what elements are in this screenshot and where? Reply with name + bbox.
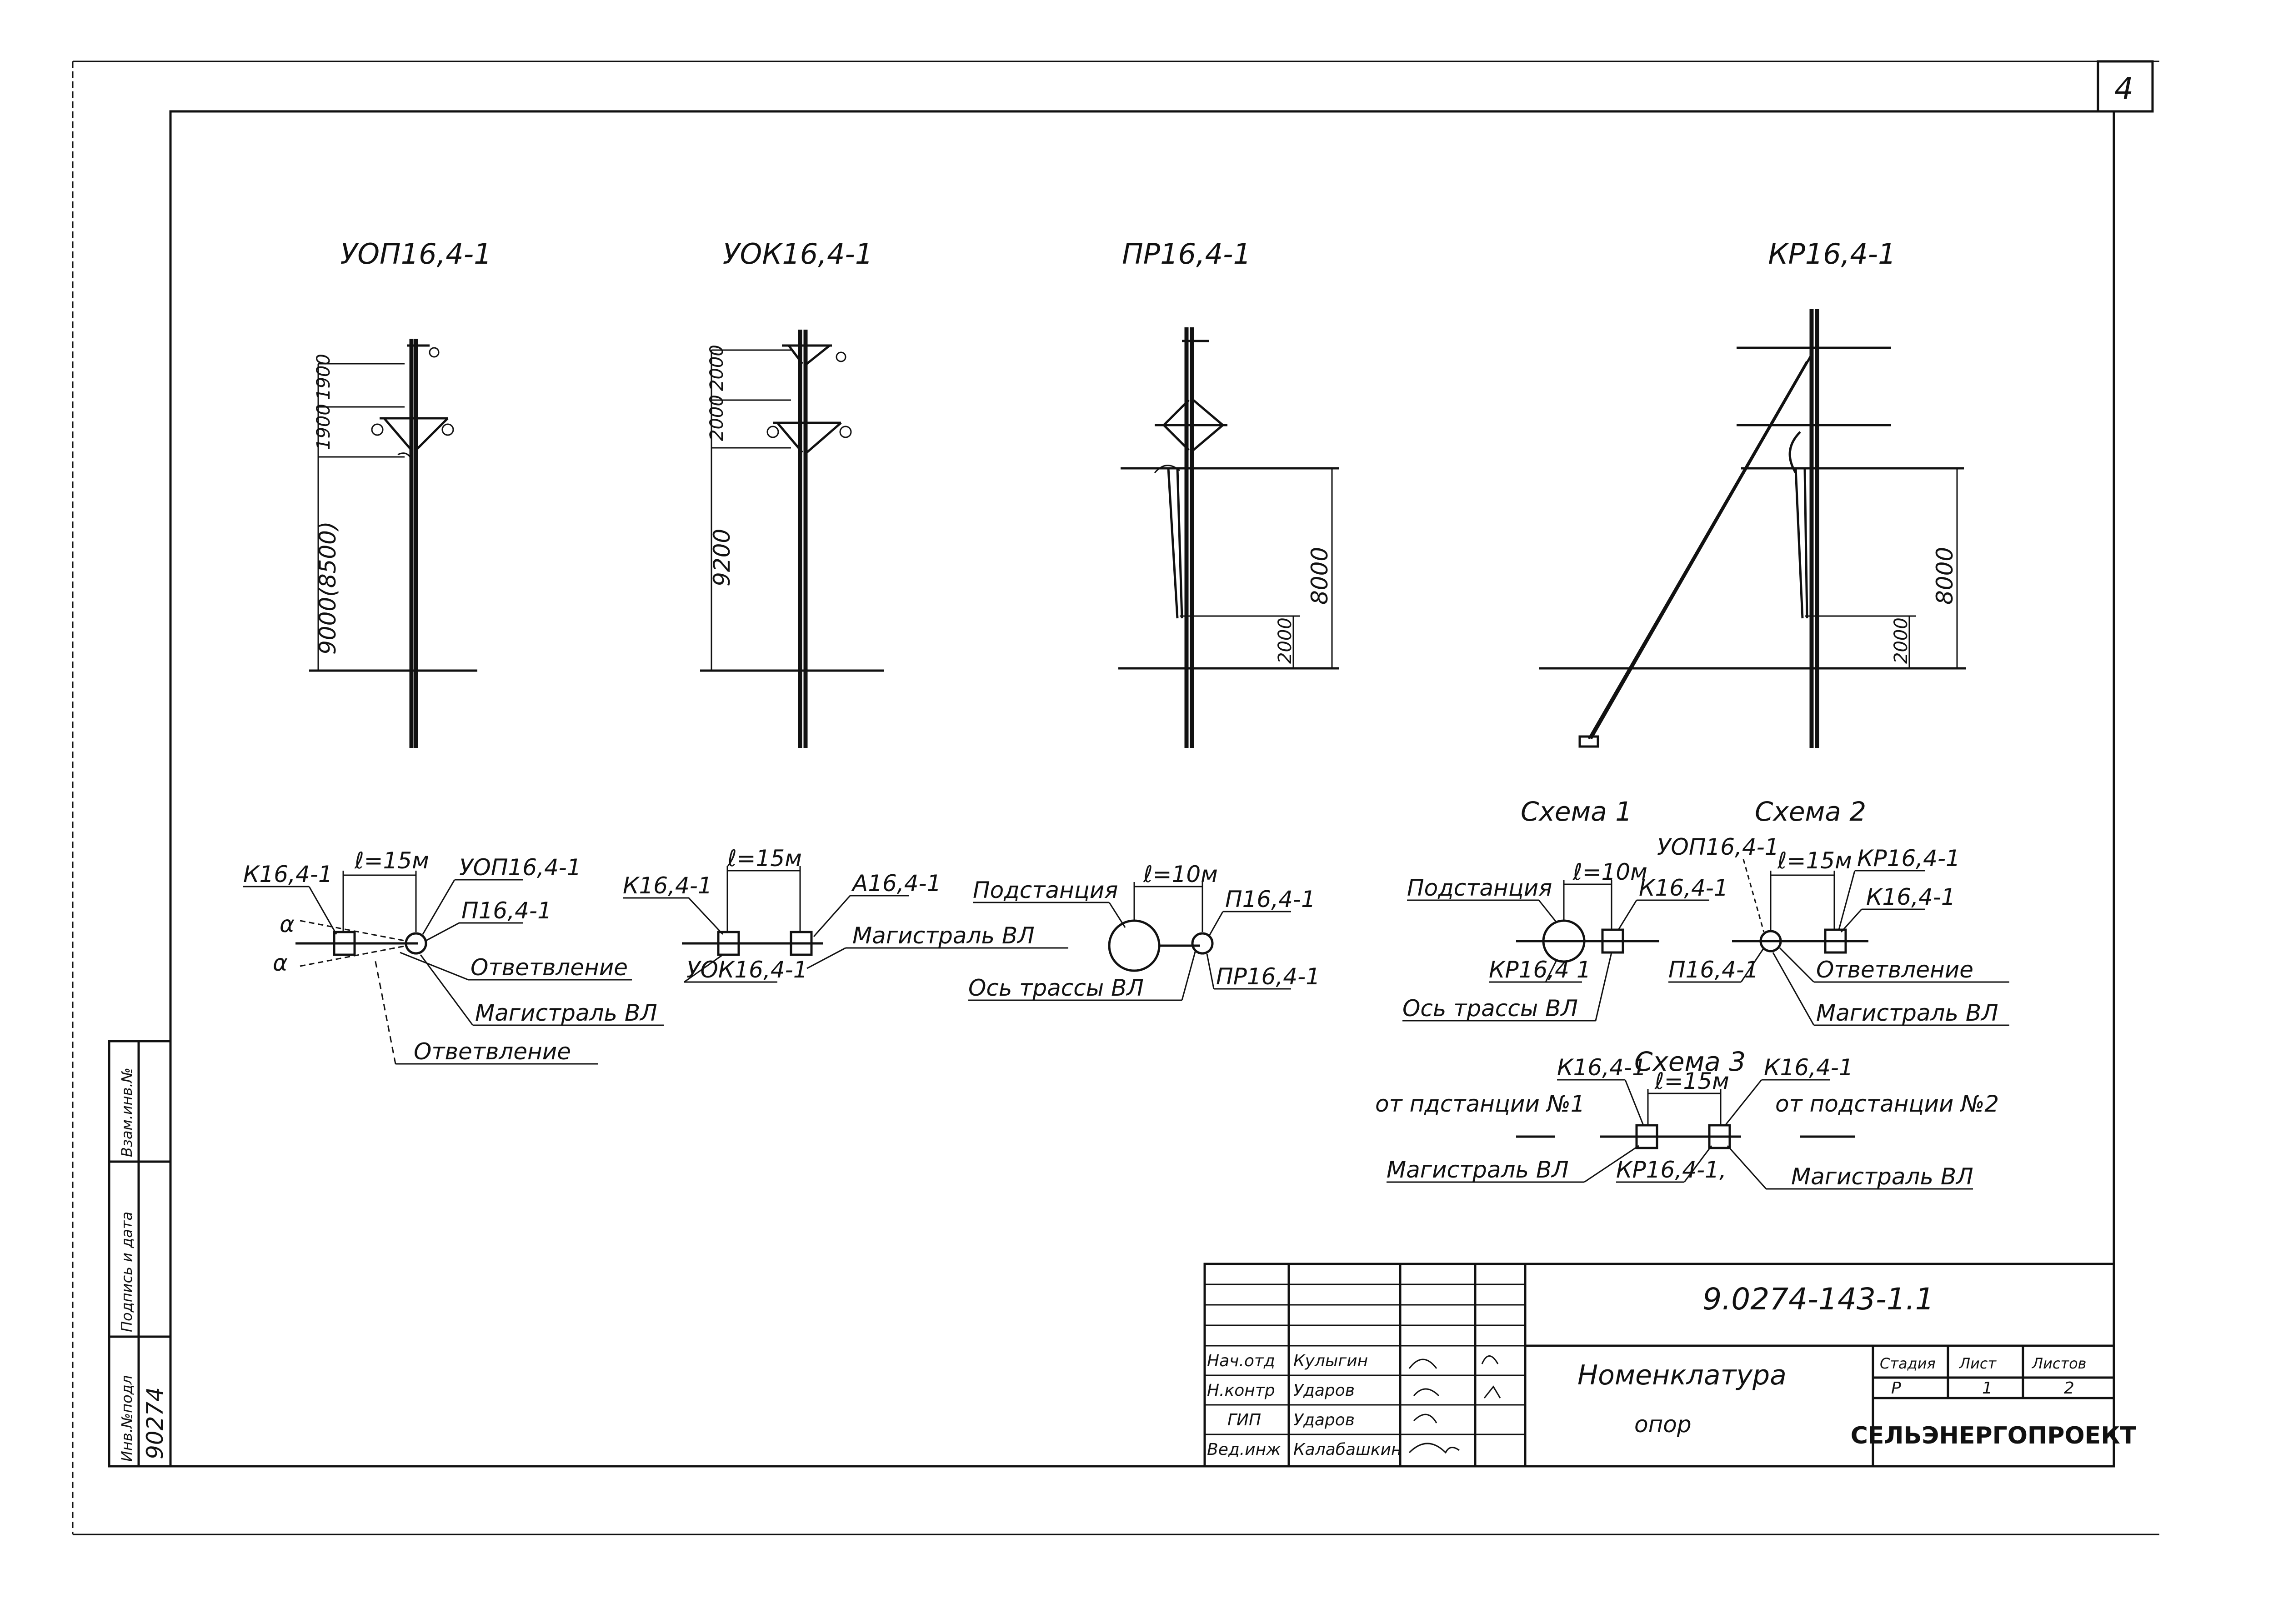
side-inv-label: Инв.№подл xyxy=(118,1375,135,1462)
tb-name-2: Ударов xyxy=(1293,1411,1355,1429)
scheme-pr xyxy=(968,882,1291,1001)
sch3-from1: от пдстанции №1 xyxy=(1375,1091,1585,1117)
s1-length: ℓ=15м xyxy=(354,847,429,874)
s1-k-label: К16,4-1 xyxy=(243,861,333,887)
scheme-1 xyxy=(1402,880,1709,1022)
dim-pr-1: 8000 xyxy=(1307,547,1333,605)
scheme-uop xyxy=(243,871,664,1065)
dim-uop-2: 1900 xyxy=(313,404,334,450)
sch2-otv: Ответвление xyxy=(1816,957,1973,983)
s1-mag: Магистраль ВЛ xyxy=(475,1000,657,1026)
dim-pr-2: 2000 xyxy=(1275,617,1296,664)
s1-p-label: П16,4-1 xyxy=(461,897,552,924)
s2-mag: Магистраль ВЛ xyxy=(852,922,1035,949)
doc-name-1: Номенклатура xyxy=(1577,1359,1787,1391)
dim-uop-3: 9000(8500) xyxy=(315,521,341,655)
s2-uok-label: УОК16,4-1 xyxy=(686,957,808,983)
outer-frame xyxy=(72,60,2159,1535)
sch3-k1: К16,4-1 xyxy=(1557,1054,1647,1081)
sch1-axis: Ось трассы ВЛ xyxy=(1402,995,1578,1022)
stage-header: Стадия xyxy=(1880,1355,1936,1372)
sch1-title: Схема 1 xyxy=(1521,796,1632,827)
s3-length: ℓ=10м xyxy=(1143,861,1218,887)
sch1-kr: КР16,4 1 xyxy=(1489,957,1591,983)
doc-name-2: опор xyxy=(1634,1411,1692,1438)
tb-name-0: Кулыгин xyxy=(1293,1352,1368,1370)
dim-uok-1: 2000 xyxy=(706,345,727,391)
dim-kr-1: 8000 xyxy=(1932,547,1958,605)
side-vzam-label: Взам.инв.№ xyxy=(118,1068,135,1157)
s1-alpha-top: α xyxy=(280,911,295,937)
tb-name-1: Ударов xyxy=(1293,1381,1355,1400)
sch3-mag1: Магистраль ВЛ xyxy=(1387,1157,1569,1183)
sch3-k2: К16,4-1 xyxy=(1764,1054,1853,1081)
tb-role-1: Н.контр xyxy=(1207,1381,1275,1400)
s1-alpha-bottom: α xyxy=(273,950,288,976)
org-name: СЕЛЬЭНЕРГОПРОЕКТ xyxy=(1851,1422,2137,1449)
pole-title-uop: УОП16,4-1 xyxy=(340,237,491,271)
dim-uok-2: 2000 xyxy=(706,395,727,441)
dim-uop-1: 1900 xyxy=(313,354,334,400)
tb-name-3: Калабашкин xyxy=(1293,1440,1402,1459)
side-inv-value: 90274 xyxy=(142,1387,168,1459)
doc-code: 9.0274-143-1.1 xyxy=(1702,1282,1934,1317)
sch1-sub: Подстанция xyxy=(1407,875,1552,901)
scheme-2 xyxy=(1668,859,2009,1026)
s1-uop-label: УОП16,4-1 xyxy=(459,854,581,881)
s3-p-label: П16,4-1 xyxy=(1225,886,1316,912)
sch3-mag2: Магистраль ВЛ xyxy=(1791,1163,1973,1190)
tb-role-3: Вед.инж xyxy=(1207,1440,1281,1459)
pole-drawing-kr xyxy=(1539,309,1966,748)
sch1-length: ℓ=10м xyxy=(1572,859,1647,885)
inner-frame xyxy=(169,60,2154,1468)
dim-uok-3: 9200 xyxy=(709,529,735,586)
sch3-kr: КР16,4-1, xyxy=(1616,1157,1727,1183)
pole-title-kr: КР16,4-1 xyxy=(1768,237,1896,271)
sch2-uop: УОП16,4-1 xyxy=(1657,834,1779,860)
s2-k-label: К16,4-1 xyxy=(623,872,712,899)
s1-otv1: Ответвление xyxy=(471,954,628,981)
s2-a-label: А16,4-1 xyxy=(851,870,941,897)
pole-drawing-uop xyxy=(309,339,477,748)
sch2-k: К16,4-1 xyxy=(1866,884,1956,910)
sch3-title: Схема 3 xyxy=(1634,1046,1746,1077)
sch3-length: ℓ=15м xyxy=(1654,1068,1729,1094)
s3-axis: Ось трассы ВЛ xyxy=(968,975,1144,1001)
sch3-from2: от подстанции №2 xyxy=(1775,1091,1999,1117)
pole-title-uok: УОК16,4-1 xyxy=(723,237,873,271)
sheets-header: Листов xyxy=(2032,1355,2087,1372)
sch2-kr: КР16,4-1 xyxy=(1857,845,1960,872)
stage-value: Р xyxy=(1891,1379,1901,1398)
sch2-length: ℓ=15м xyxy=(1777,847,1852,874)
sch1-k: К16,4-1 xyxy=(1639,875,1728,901)
sheet-header: Лист xyxy=(1959,1355,1997,1372)
side-sign-label: Подпись и дата xyxy=(118,1212,135,1332)
dim-kr-2: 2000 xyxy=(1891,617,1912,664)
side-stamp: Взам.инв.№ Подпись и дата Инв.№подл 9027… xyxy=(108,1040,172,1468)
pole-drawing-pr xyxy=(1118,327,1339,748)
sch2-mag: Магистраль ВЛ xyxy=(1816,1000,1998,1026)
pole-drawing-uok xyxy=(700,330,884,748)
tb-role-2: ГИП xyxy=(1227,1411,1261,1429)
scheme-3 xyxy=(1387,1079,1973,1190)
sch2-title: Схема 2 xyxy=(1755,796,1866,827)
s3-sub-label: Подстанция xyxy=(973,877,1118,903)
pole-title-pr: ПР16,4-1 xyxy=(1122,237,1251,271)
sheet-value: 1 xyxy=(1982,1379,1993,1398)
s3-pr-label: ПР16,4-1 xyxy=(1216,963,1320,990)
sheets-value: 2 xyxy=(2064,1379,2074,1398)
s2-length: ℓ=15м xyxy=(727,845,802,872)
s1-otv2: Ответвление xyxy=(414,1038,571,1065)
sch2-p: П16,4-1 xyxy=(1668,957,1759,983)
sheet-number: 4 xyxy=(2114,71,2133,106)
scheme-uok xyxy=(623,866,1068,983)
tb-role-0: Нач.отд xyxy=(1207,1352,1275,1370)
title-block xyxy=(1203,1263,2115,1468)
